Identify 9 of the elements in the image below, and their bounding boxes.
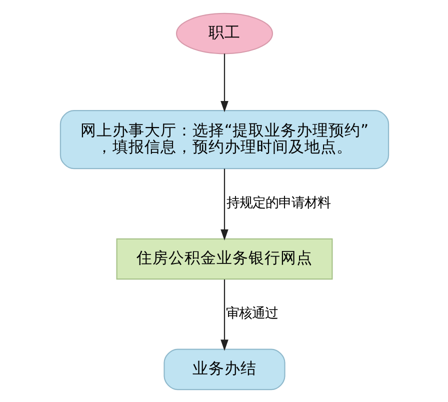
node-ellipse: 职工: [175, 12, 273, 54]
node-box: 住房公积金业务银行网点: [116, 238, 332, 280]
arrow: [220, 168, 228, 240]
edge-label: 审核通过: [225, 306, 278, 322]
node-box: 网上办事大厅：选择“提取业务办理预约”，填报信息，预约办理时间及地点。: [59, 110, 389, 169]
arrow: [220, 278, 228, 350]
node-box: 业务办结: [163, 348, 285, 390]
edge-label: 持规定的申请材料: [226, 196, 330, 211]
arrow: [220, 53, 228, 112]
